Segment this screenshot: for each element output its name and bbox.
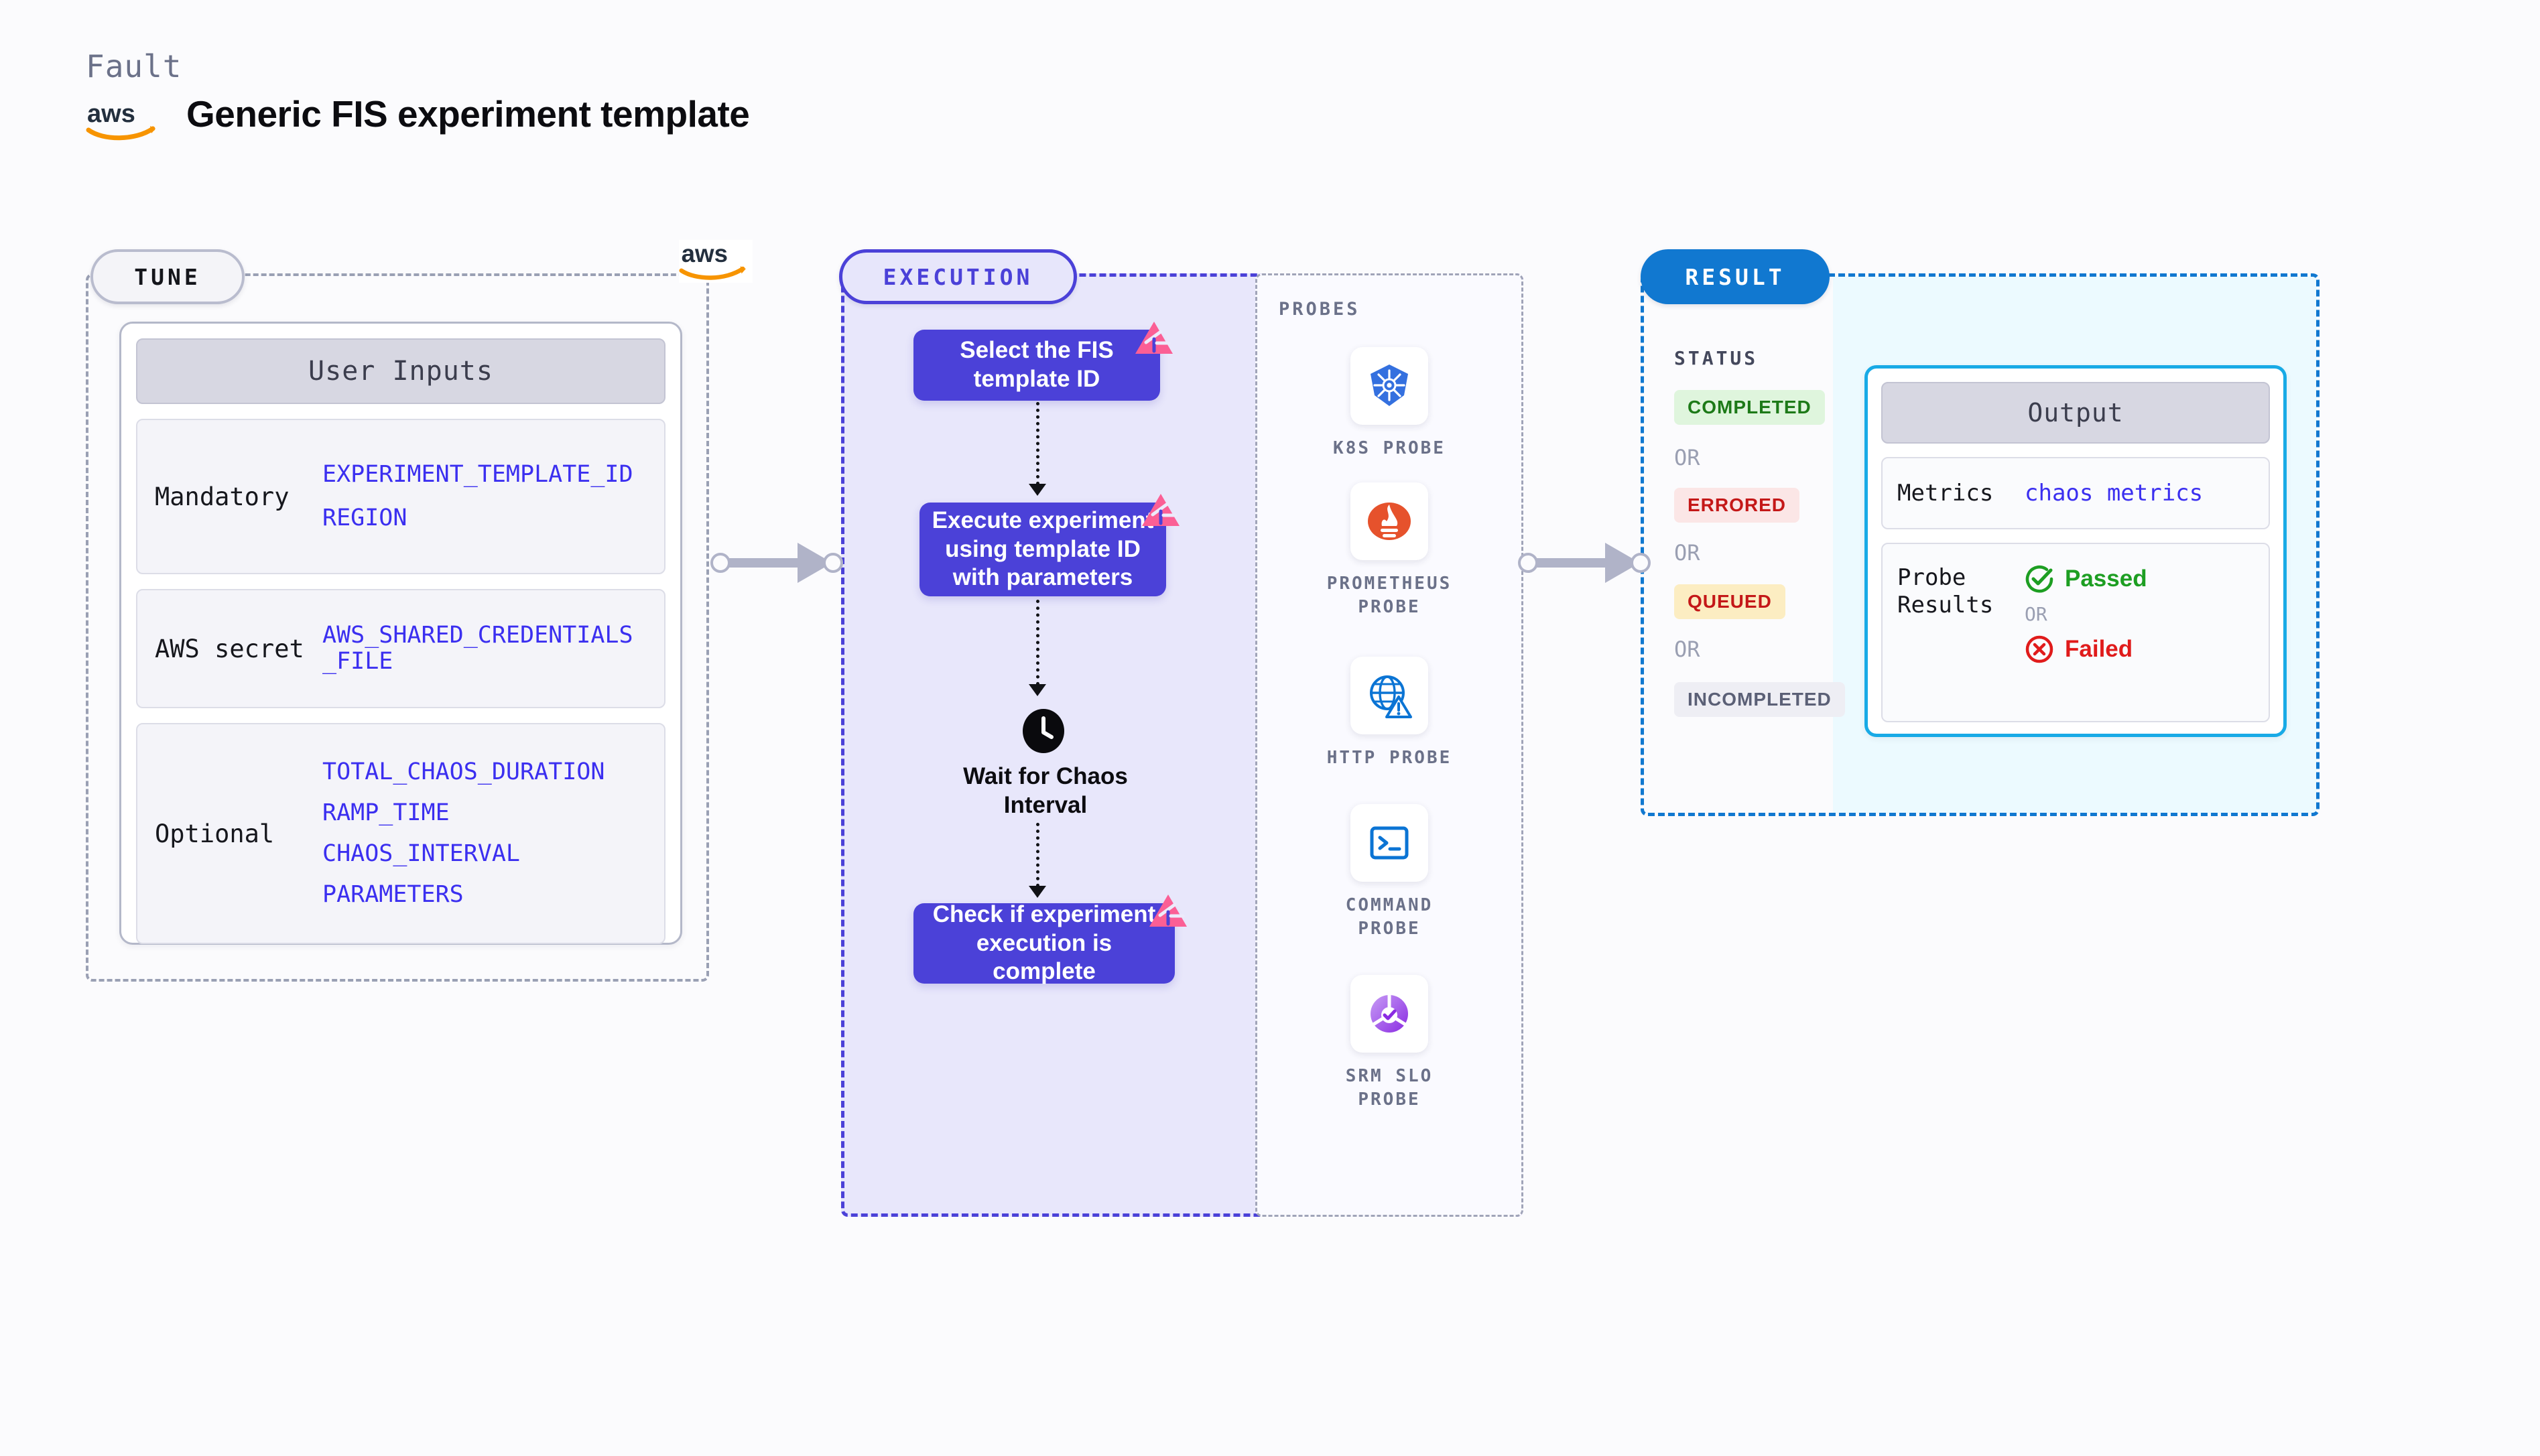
status-badge-completed: COMPLETED [1674,390,1825,425]
probe-item-command[interactable]: COMMAND PROBE [1309,804,1470,941]
stage-label-tune[interactable]: TUNE [90,249,245,304]
probe-label: HTTP PROBE [1326,748,1452,768]
header-eyebrow: Fault [86,48,182,84]
connector-tune-to-execution [710,539,844,586]
flow-arrowhead-2 [1029,684,1046,696]
input-value: CHAOS_INTERVAL [322,840,521,867]
output-probe-results-label: Probe Results [1897,564,1994,618]
flow-node-execute-experiment[interactable]: Execute experiment using template ID wit… [919,503,1166,596]
flow-node-wait-label: Wait for Chaos Interval [963,763,1128,818]
probe-tile [1350,482,1428,560]
user-inputs-card: User Inputs Mandatory EXPERIMENT_TEMPLAT… [119,322,682,945]
probe-item-http[interactable]: HTTP PROBE [1309,657,1470,770]
input-value: AWS_SHARED_CREDENTIALS _FILE [322,621,633,675]
probe-item-srm-slo[interactable]: SRM SLO PROBE [1309,975,1470,1112]
probe-tile [1350,804,1428,882]
input-row-optional: Optional TOTAL_CHAOS_DURATION RAMP_TIME … [136,723,665,944]
check-circle-icon [2025,566,2053,593]
probes-title: PROBES [1279,299,1360,320]
flow-node-select-template[interactable]: Select the FIS template ID [913,330,1160,401]
status-title: STATUS [1674,347,1759,369]
flow-arrowhead-3 [1029,886,1046,898]
or-separator: OR [1674,540,1700,566]
probe-label: COMMAND PROBE [1345,895,1434,939]
probe-item-prometheus[interactable]: PROMETHEUS PROBE [1309,482,1470,619]
input-value: PARAMETERS [322,881,464,909]
probe-result-passed-label: Passed [2065,566,2147,592]
output-metrics-label: Metrics [1897,479,1994,507]
status-badge-incompleted: INCOMPLETED [1674,682,1845,717]
input-value: RAMP_TIME [322,799,450,826]
stage-label-execution[interactable]: EXECUTION [839,249,1077,304]
flow-arrow-3 [1036,823,1039,887]
probe-result-passed: Passed [2025,564,2147,594]
tune-panel [86,273,709,982]
flow-arrow-1 [1036,402,1039,485]
input-row-mandatory: Mandatory EXPERIMENT_TEMPLATE_ID REGION [136,419,665,574]
input-row-label: Mandatory [155,482,290,511]
output-card: Output Metrics chaos metrics Probe Resul… [1864,365,2287,737]
flow-arrow-2 [1036,600,1039,685]
stage-label-result[interactable]: RESULT [1641,249,1830,304]
output-row-metrics: Metrics chaos metrics [1881,457,2270,529]
terminal-icon [1370,826,1409,860]
srm-slo-icon [1371,995,1408,1033]
x-circle-icon [2025,635,2053,663]
svg-text:aws: aws [682,240,728,267]
probe-label: SRM SLO PROBE [1345,1066,1434,1110]
probe-tile [1350,975,1428,1053]
status-badge-errored: ERRORED [1674,488,1800,523]
input-value: EXPERIMENT_TEMPLATE_ID [322,460,633,488]
output-metrics-value: chaos metrics [2025,480,2204,507]
clock-icon [1023,709,1064,753]
input-row-label: Optional [155,819,275,848]
aws-logo-icon: aws [86,100,155,141]
connector-execution-to-result [1518,539,1652,586]
probe-result-failed: Failed [2025,635,2147,664]
input-value: TOTAL_CHAOS_DURATION [322,758,605,785]
probes-panel [1255,273,1523,1217]
status-badge-queued: QUEUED [1674,584,1785,619]
probe-label: K8S PROBE [1333,438,1446,458]
kubernetes-icon [1371,365,1408,406]
page-title: Generic FIS experiment template [186,93,750,135]
or-separator: OR [2025,603,2047,625]
flow-node-check-complete[interactable]: Check if experiment execution is complet… [913,901,1175,984]
input-row-aws-secret: AWS secret AWS_SHARED_CREDENTIALS _FILE [136,589,665,708]
output-header: Output [1881,382,2270,444]
svg-text:aws: aws [87,100,135,128]
aws-logo-icon-midpoint: aws [679,240,753,283]
probe-tile [1350,347,1428,425]
input-row-label: AWS secret [155,634,304,663]
flow-arrowhead-1 [1029,484,1046,496]
http-globe-icon [1370,675,1412,718]
probe-result-failed-label: Failed [2065,636,2133,662]
prometheus-icon [1368,503,1411,540]
result-panel [1641,273,2320,816]
output-row-probe-results: Probe Results Passed OR Failed [1881,543,2270,722]
or-separator: OR [1674,445,1700,470]
user-inputs-header: User Inputs [136,338,665,404]
or-separator: OR [1674,637,1700,662]
probe-tile [1350,657,1428,734]
input-value: REGION [322,505,407,531]
probe-item-k8s[interactable]: K8S PROBE [1309,347,1470,460]
probe-label: PROMETHEUS PROBE [1326,574,1452,618]
